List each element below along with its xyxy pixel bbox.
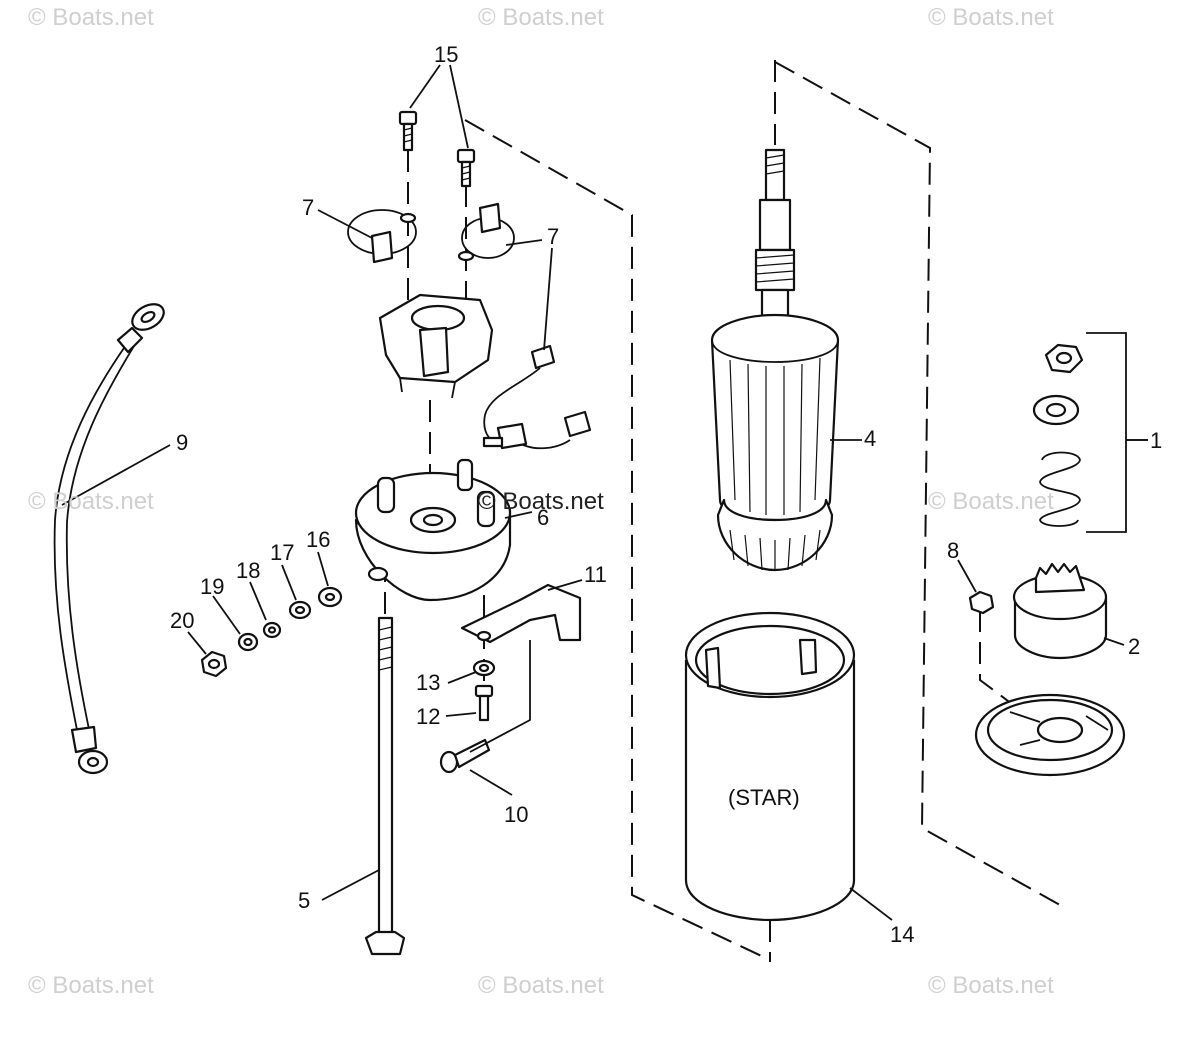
callout-16: 16 <box>306 527 330 552</box>
guide-line-8 <box>979 610 1021 711</box>
watermark-bottom-left: © Boats.net <box>28 972 154 999</box>
callout-7-right: 7 <box>547 224 559 249</box>
callout-9: 9 <box>176 430 188 455</box>
watermark-top-left: © Boats.net <box>28 4 154 31</box>
callout-17: 17 <box>270 540 294 565</box>
leader-14 <box>849 887 893 921</box>
leader-7b <box>505 239 543 246</box>
watermark-bottom-center: © Boats.net <box>478 972 604 999</box>
washer-13 <box>472 659 496 677</box>
leader-10 <box>469 769 513 796</box>
leader-11 <box>547 579 583 591</box>
washer-19 <box>237 632 259 652</box>
brush-holder <box>378 293 494 399</box>
watermark-mid-left: © Boats.net <box>28 488 154 515</box>
callout-19: 19 <box>200 574 224 599</box>
watermark-top-right: © Boats.net <box>928 4 1054 31</box>
callout-12: 12 <box>416 704 440 729</box>
through-bolt <box>364 616 406 956</box>
callout-5: 5 <box>298 888 310 913</box>
drive-end-plate <box>974 693 1126 777</box>
leader-19 <box>212 595 241 635</box>
end-cap <box>354 458 512 602</box>
callout-2: 2 <box>1128 634 1140 659</box>
leader-7c <box>543 247 553 351</box>
watermark-mid-right: © Boats.net <box>928 488 1054 515</box>
leader-11b <box>469 640 531 753</box>
leader-6 <box>504 511 533 519</box>
housing-label: (STAR) <box>728 785 800 810</box>
leader-8 <box>957 559 977 593</box>
leader-17 <box>281 564 297 601</box>
brush-spring-right <box>457 202 515 262</box>
frame-left-dashed <box>464 119 771 961</box>
watermark-top-center: © Boats.net <box>478 4 604 31</box>
leader-16 <box>317 551 329 587</box>
callout-10: 10 <box>504 802 528 827</box>
leader-12 <box>445 712 477 717</box>
leader-18 <box>249 581 267 621</box>
callout-15: 15 <box>434 42 458 67</box>
washer-17 <box>288 600 312 620</box>
bolt-15-right <box>456 148 476 188</box>
watermark-bottom-right: © Boats.net <box>928 972 1054 999</box>
frame-housing <box>684 611 856 922</box>
frame-right-dashed <box>774 61 1061 906</box>
screw-12 <box>474 684 494 722</box>
leader-15a <box>409 64 441 109</box>
watermark-mid-center: © Boats.net <box>478 488 604 515</box>
callout-7-left: 7 <box>302 195 314 220</box>
brush-lead-assembly <box>482 344 592 450</box>
nut-8 <box>968 590 995 615</box>
washer-16 <box>317 586 343 608</box>
callout-20: 20 <box>170 608 194 633</box>
mounting-bracket <box>460 583 582 644</box>
nut-20 <box>200 650 228 678</box>
brush-spring-left <box>347 209 417 264</box>
callout-6: 6 <box>537 505 549 530</box>
bolt-15-left <box>398 110 418 152</box>
callout-18: 18 <box>236 558 260 583</box>
leader-5 <box>321 869 380 901</box>
callout-1: 1 <box>1150 428 1162 453</box>
leader-13 <box>447 671 477 684</box>
callout-11: 11 <box>584 562 607 587</box>
leader-9 <box>61 444 171 506</box>
callout-4: 4 <box>864 426 876 451</box>
battery-cable <box>53 303 165 775</box>
callout-14: 14 <box>890 922 914 947</box>
leader-7a <box>317 209 373 239</box>
leader-15b <box>449 64 469 149</box>
leader-20 <box>187 631 207 655</box>
pinion-drive <box>1012 562 1108 660</box>
callout-8: 8 <box>947 538 959 563</box>
callout-13: 13 <box>416 670 440 695</box>
washer-18 <box>262 621 282 639</box>
leader-2 <box>1103 637 1125 646</box>
armature <box>710 148 840 572</box>
